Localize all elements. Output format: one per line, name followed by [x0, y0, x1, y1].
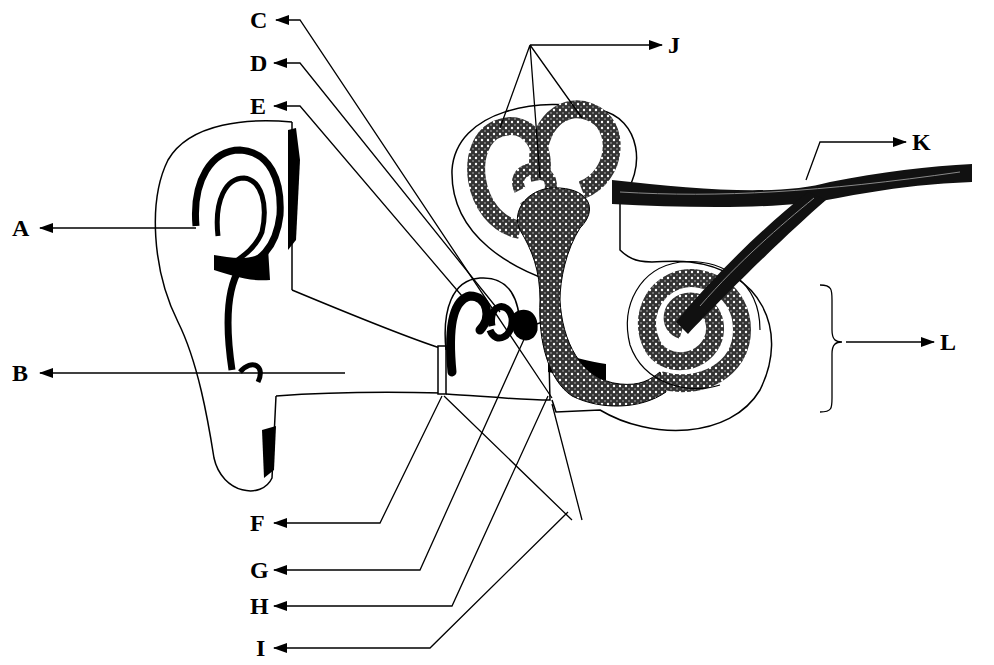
part-letter: H [250, 594, 269, 618]
stapes [512, 311, 536, 339]
helix-edge [288, 128, 300, 250]
part-letter: F [250, 511, 265, 535]
part-letter: I [256, 636, 265, 660]
middle-ear [445, 278, 550, 400]
concha [214, 248, 270, 280]
pinna [155, 121, 292, 491]
part-letter: D [250, 51, 267, 75]
part-letter: A [12, 216, 29, 240]
ear-canal [276, 392, 442, 396]
cochlear-nerve [676, 192, 826, 334]
part-letter: K [912, 130, 931, 154]
part-letter: L [940, 330, 956, 354]
part-letter: J [668, 33, 680, 57]
lobe-mark [262, 426, 276, 478]
labyrinth-outline [452, 105, 772, 431]
part-letter: C [250, 8, 267, 32]
part-letter: E [250, 94, 266, 118]
part-letter: G [250, 558, 269, 582]
part-letter: B [12, 361, 28, 385]
vestibule [517, 188, 666, 406]
ear-canal [292, 290, 440, 348]
vestibular-nerve [612, 164, 972, 207]
cochlea [647, 278, 742, 383]
nerve-fibres [620, 172, 960, 306]
eardrum [438, 346, 446, 394]
pinna-fold [195, 150, 280, 370]
malleus [451, 296, 487, 372]
leader-lines [40, 20, 934, 648]
